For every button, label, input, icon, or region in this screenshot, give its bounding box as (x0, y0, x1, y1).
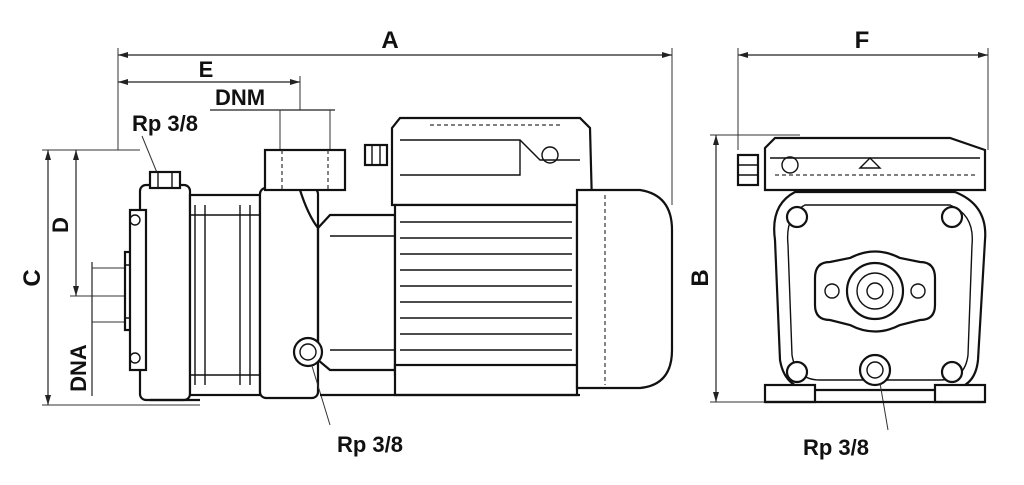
dimension-b (710, 134, 800, 403)
label-dna: DNA (66, 344, 91, 392)
label-rp-bottom-side: Rp 3/8 (337, 432, 403, 457)
label-a: A (381, 27, 398, 54)
label-e: E (199, 57, 214, 82)
motor-body (393, 188, 674, 397)
dimension-f (737, 48, 989, 150)
dimension-e (118, 76, 301, 110)
side-baseplate (150, 393, 580, 402)
drain-plug-side (292, 336, 324, 368)
terminal-box (363, 116, 594, 207)
label-d: D (48, 217, 73, 233)
label-rp-bottom-front: Rp 3/8 (803, 435, 869, 460)
rp-bottom-front-leader (879, 382, 889, 431)
front-inlet-flange (813, 250, 937, 333)
front-terminal-box (736, 136, 987, 192)
front-feet (763, 383, 987, 404)
outlet-port (263, 148, 347, 229)
label-dnm: DNM (215, 85, 265, 110)
front-view: F B (687, 27, 989, 460)
pump-head (123, 170, 192, 402)
label-rp-top: Rp 3/8 (132, 111, 198, 136)
drain-plug-front (858, 353, 892, 387)
dnm-leader (210, 109, 335, 150)
dimension-a (117, 48, 673, 205)
label-c: C (19, 269, 46, 286)
dimension-d (70, 150, 128, 297)
side-view: A E DNM Rp 3/8 C (19, 27, 674, 457)
pump-body (188, 186, 397, 400)
label-b: B (687, 269, 714, 286)
label-f: F (855, 27, 870, 54)
dimension-c (42, 149, 200, 406)
dna-leader (91, 262, 125, 396)
